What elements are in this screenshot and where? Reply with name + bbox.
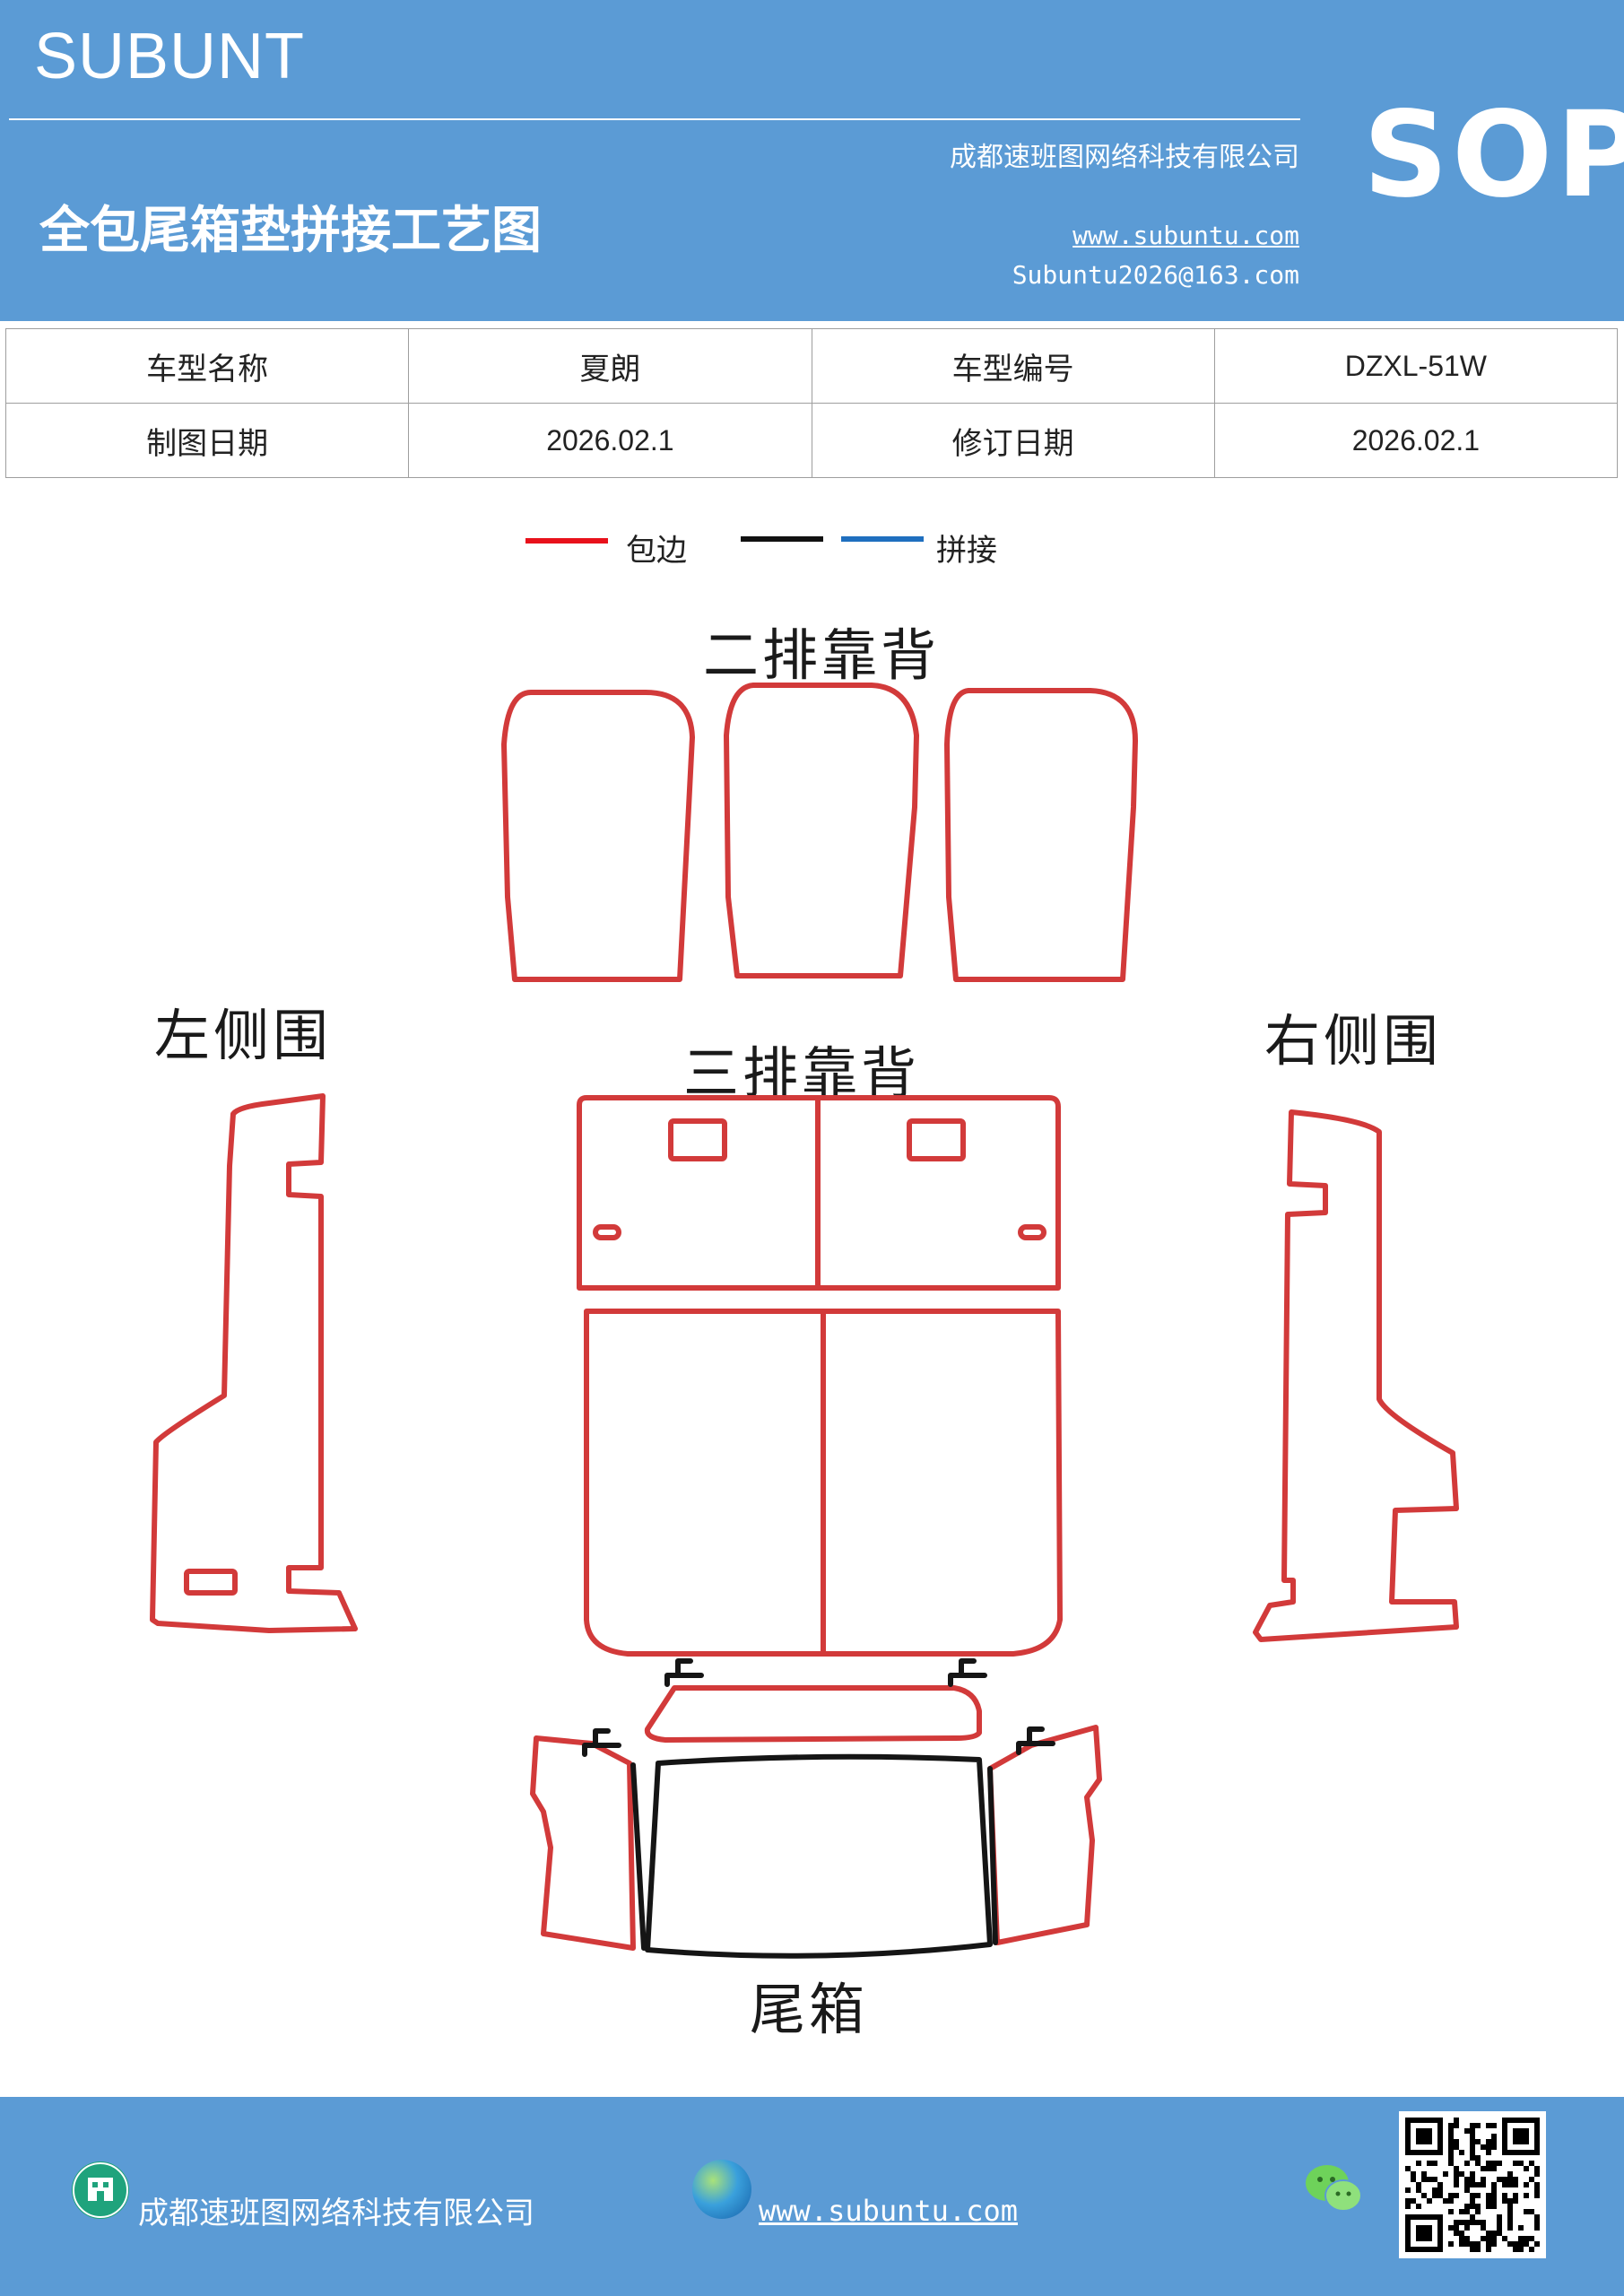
brand-name: SUBUNT	[34, 21, 306, 92]
footer-website-link[interactable]: www.subuntu.com	[759, 2194, 1018, 2228]
legend-edge-line	[525, 538, 608, 544]
second-row-back-middle	[724, 683, 919, 978]
label-left-side: 左侧围	[154, 1003, 333, 1068]
table-row: 车型名称 夏朗 车型编号 DZXL-51W	[4, 328, 1619, 404]
legend-splice-line	[841, 536, 924, 542]
draw-date-value: 2026.02.1	[408, 403, 812, 478]
header-email: Subuntu2026@163.com	[1012, 260, 1299, 290]
label-second-row-back: 二排靠背	[703, 622, 941, 688]
headrest-hole-left	[668, 1118, 727, 1161]
latch-slot-left	[593, 1224, 621, 1240]
wechat-icon	[1302, 2161, 1367, 2221]
label-trunk: 尾箱	[750, 1977, 869, 2042]
trunk-splice-left	[630, 1762, 647, 1951]
header-divider	[9, 118, 1300, 120]
label-right-side: 右侧围	[1264, 1008, 1443, 1074]
splice-mark	[582, 1728, 621, 1757]
document-title: 全包尾箱垫拼接工艺图	[39, 201, 542, 260]
globe-icon	[692, 2160, 751, 2219]
revise-date-value: 2026.02.1	[1213, 403, 1619, 478]
model-name-value: 夏朗	[408, 328, 812, 404]
revise-date-label: 修订日期	[811, 403, 1215, 478]
model-name-label: 车型名称	[4, 328, 410, 404]
building-icon	[72, 2161, 129, 2219]
left-side-hole	[184, 1569, 238, 1596]
header-website-link[interactable]: www.subuntu.com	[1073, 221, 1299, 250]
label-third-row-back: 三排靠背	[683, 1040, 921, 1106]
splice-mark	[1016, 1726, 1055, 1755]
right-side-panel	[1253, 1109, 1459, 1642]
latch-slot-right	[1018, 1224, 1046, 1240]
header-company: 成都速班图网络科技有限公司	[950, 142, 1299, 173]
model-code-value: DZXL-51W	[1213, 328, 1619, 404]
footer-company: 成都速班图网络科技有限公司	[138, 2196, 534, 2231]
qr-code	[1399, 2111, 1546, 2258]
cutting-diagram	[150, 683, 1459, 1959]
third-row-back-lower	[584, 1309, 1063, 1657]
trunk-floor-main	[645, 1753, 993, 1959]
trunk-top-strip	[644, 1685, 982, 1743]
table-row: 制图日期 2026.02.1 修订日期 2026.02.1	[4, 403, 1619, 478]
trunk-wing-left	[530, 1735, 636, 1951]
third-row-back-upper	[577, 1095, 1061, 1291]
headrest-hole-right	[907, 1118, 966, 1161]
splice-mark	[664, 1658, 704, 1687]
legend-black-line	[741, 536, 823, 542]
splice-mark	[948, 1658, 987, 1687]
sop-badge: SOP	[1363, 86, 1624, 224]
header-band	[0, 0, 1624, 321]
second-row-back-right	[944, 688, 1138, 982]
info-table: 车型名称 夏朗 车型编号 DZXL-51W 制图日期 2026.02.1 修订日…	[4, 328, 1619, 478]
legend-splice-label: 拼接	[936, 533, 997, 569]
model-code-label: 车型编号	[811, 328, 1215, 404]
second-row-back-left	[501, 690, 695, 982]
trunk-wing-right	[987, 1725, 1102, 1945]
trunk-splice-right	[987, 1766, 998, 1945]
legend-edge-label: 包边	[626, 533, 687, 569]
left-side-panel	[150, 1093, 358, 1633]
draw-date-label: 制图日期	[4, 403, 410, 478]
